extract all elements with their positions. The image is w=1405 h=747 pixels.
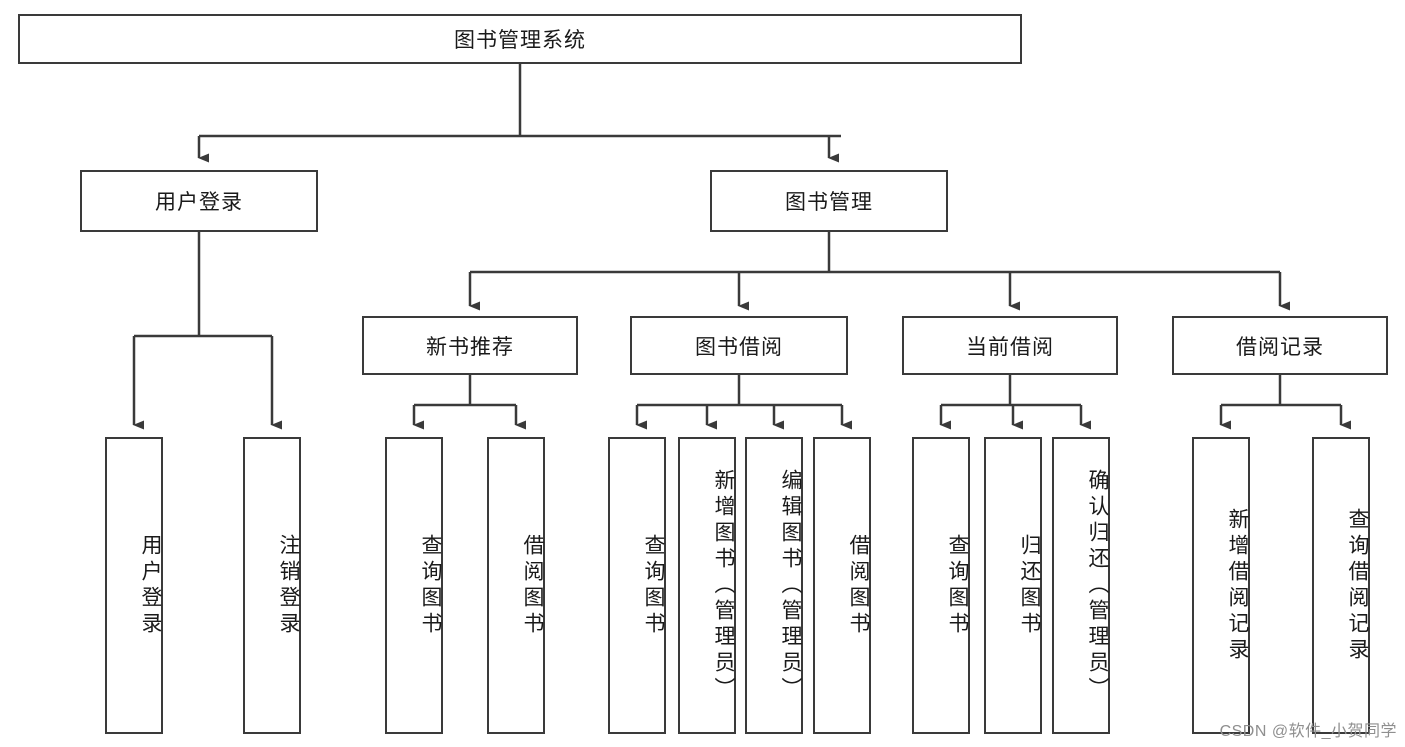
- node-leaf-query-book-borrow[interactable]: 查询图书: [608, 437, 666, 734]
- node-label: 图书管理系统: [454, 29, 586, 52]
- node-label: 查询图书: [642, 533, 665, 638]
- node-label: 借阅图书: [521, 533, 544, 638]
- node-leaf-query-book-current[interactable]: 查询图书: [912, 437, 970, 734]
- node-label: 查询借阅记录: [1346, 507, 1369, 664]
- node-label: 注销登录: [277, 533, 300, 638]
- node-label: 确认归还（管理员）: [1086, 468, 1109, 703]
- node-borrow-record[interactable]: 借阅记录: [1172, 316, 1388, 375]
- node-leaf-query-borrow-record[interactable]: 查询借阅记录: [1312, 437, 1370, 734]
- node-current-borrow[interactable]: 当前借阅: [902, 316, 1118, 375]
- node-label: 用户登录: [155, 191, 243, 214]
- node-book-manage[interactable]: 图书管理: [710, 170, 948, 232]
- node-label: 新增借阅记录: [1226, 507, 1249, 664]
- node-leaf-query-book-recommend[interactable]: 查询图书: [385, 437, 443, 734]
- node-leaf-borrow-book-recommend[interactable]: 借阅图书: [487, 437, 545, 734]
- node-leaf-user-login[interactable]: 用户登录: [105, 437, 163, 734]
- node-label: 借阅记录: [1236, 335, 1324, 359]
- node-new-book-recommend[interactable]: 新书推荐: [362, 316, 578, 375]
- node-label: 当前借阅: [966, 335, 1054, 359]
- node-label: 新增图书（管理员）: [712, 468, 735, 703]
- node-leaf-edit-book-admin[interactable]: 编辑图书（管理员）: [745, 437, 803, 734]
- node-label: 用户登录: [139, 533, 162, 638]
- node-root-system[interactable]: 图书管理系统: [18, 14, 1022, 64]
- node-label: 归还图书: [1018, 533, 1041, 638]
- node-label: 编辑图书（管理员）: [779, 468, 802, 703]
- node-leaf-add-borrow-record[interactable]: 新增借阅记录: [1192, 437, 1250, 734]
- node-label: 图书管理: [785, 191, 873, 214]
- node-leaf-return-book[interactable]: 归还图书: [984, 437, 1042, 734]
- csdn-watermark: CSDN @软件_小贺同学: [1219, 723, 1397, 740]
- node-label: 图书借阅: [695, 335, 783, 359]
- node-book-borrow[interactable]: 图书借阅: [630, 316, 848, 375]
- node-label: 查询图书: [419, 533, 442, 638]
- node-label: 借阅图书: [847, 533, 870, 638]
- node-leaf-add-book-admin[interactable]: 新增图书（管理员）: [678, 437, 736, 734]
- node-user-login[interactable]: 用户登录: [80, 170, 318, 232]
- node-leaf-borrow-book[interactable]: 借阅图书: [813, 437, 871, 734]
- node-leaf-logout-login[interactable]: 注销登录: [243, 437, 301, 734]
- node-label: 新书推荐: [426, 335, 514, 359]
- node-leaf-confirm-return-admin[interactable]: 确认归还（管理员）: [1052, 437, 1110, 734]
- node-label: 查询图书: [946, 533, 969, 638]
